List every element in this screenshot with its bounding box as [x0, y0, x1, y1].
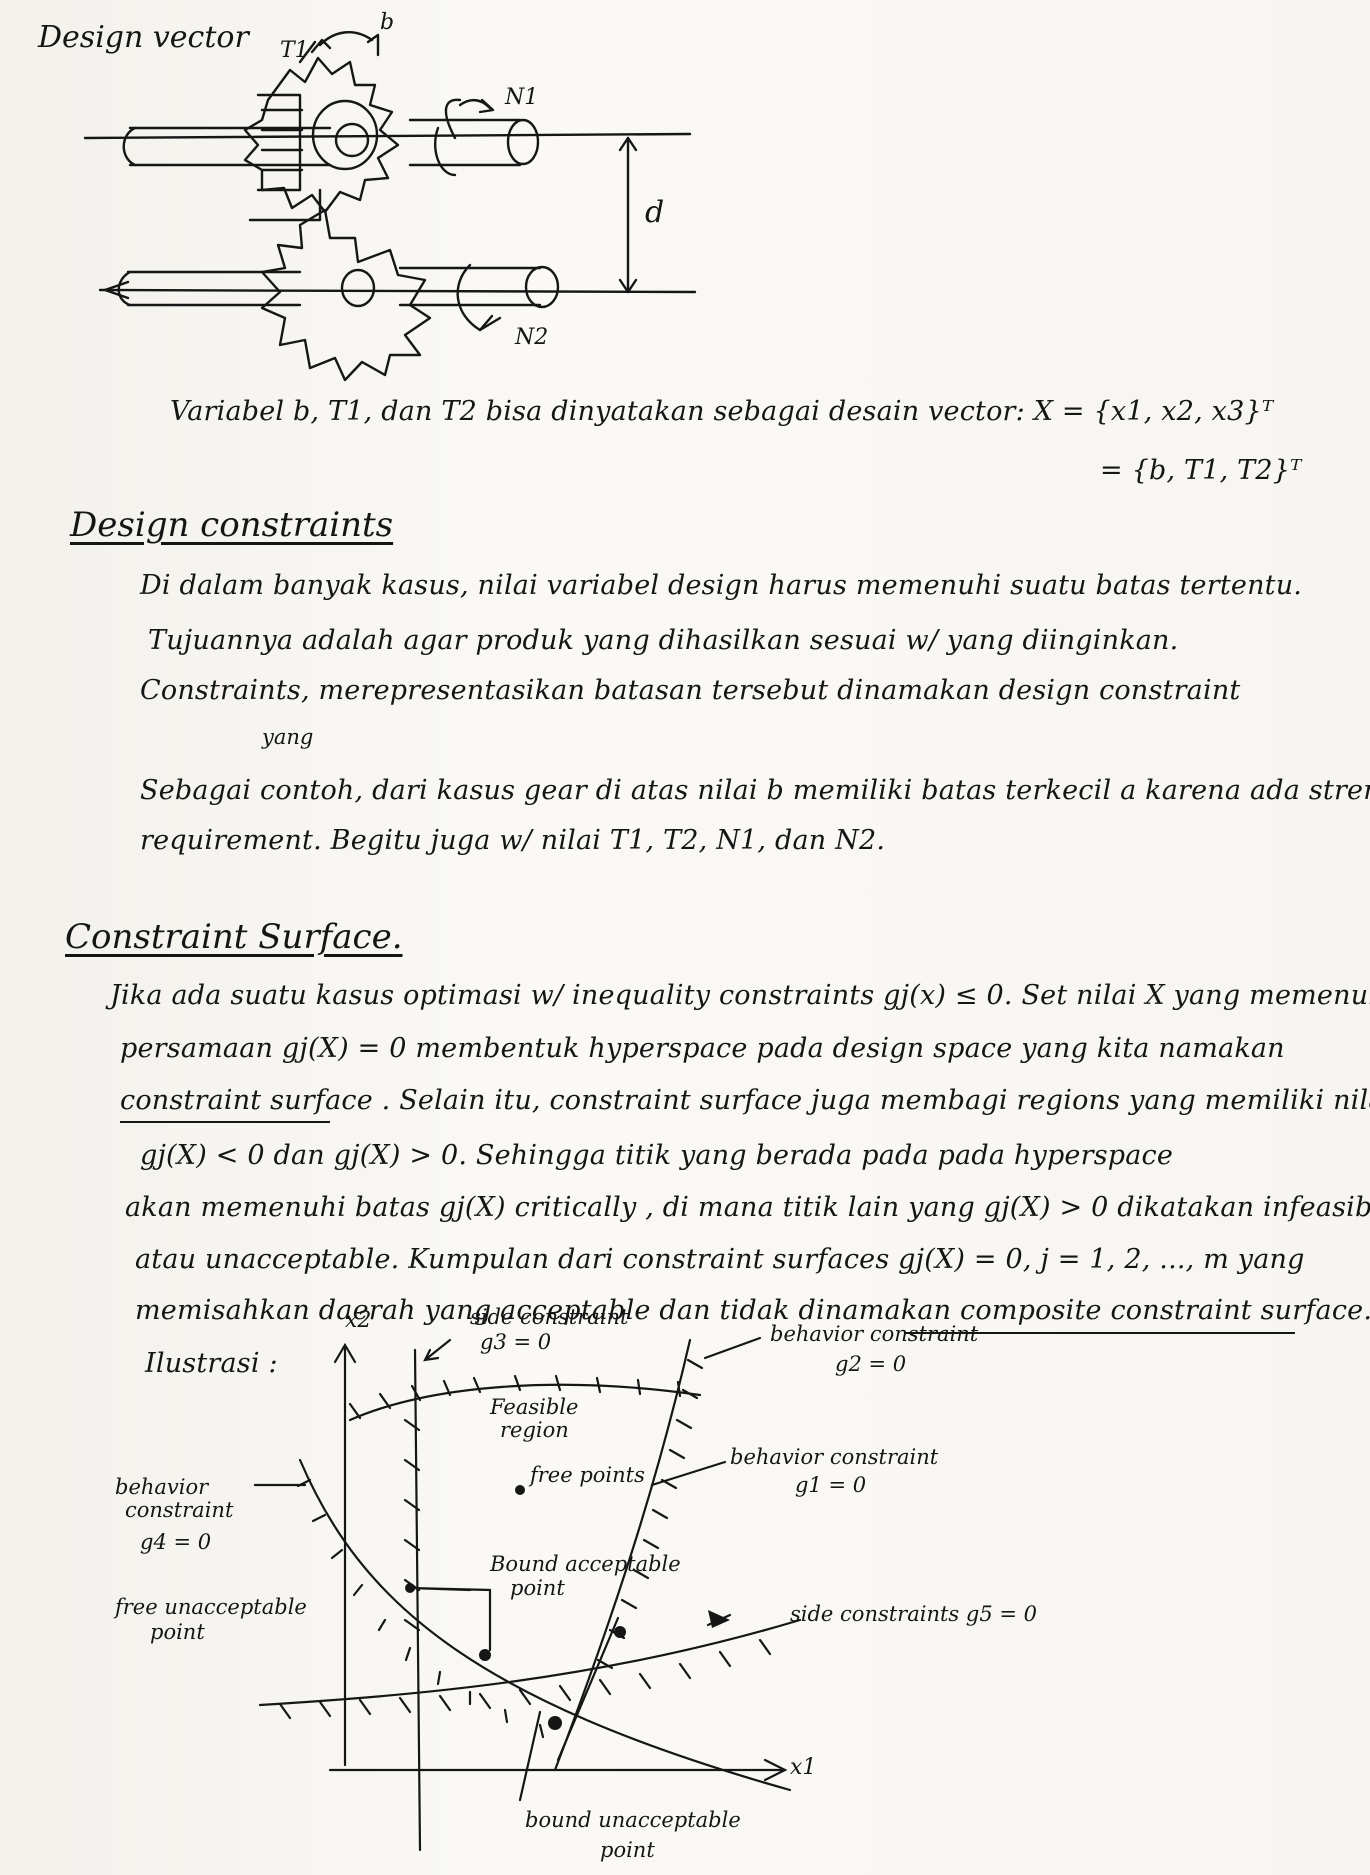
design-constraints-heading: Design constraints [70, 505, 394, 545]
t1-label: T1 [280, 38, 309, 63]
behavior-constraint-g4-eq: g4 = 0 [140, 1530, 212, 1554]
x1-axis-label: x1 [790, 1755, 817, 1780]
constraint-surface-heading: Constraint Surface. [65, 917, 403, 957]
surface-line-1: Jika ada suatu kasus optimasi w/ inequal… [110, 980, 1370, 1011]
surface-line-7: memisahkan daerah yang acceptable dan ti… [135, 1295, 1370, 1326]
free-unacceptable-label-2: point [150, 1620, 205, 1644]
constraints-line-6: requirement. Begitu juga w/ nilai T1, T2… [140, 825, 886, 856]
behavior-constraint-g1-eq: g1 = 0 [795, 1473, 867, 1497]
b-label: b [380, 10, 395, 35]
surface-line-2: persamaan gj(X) = 0 membentuk hyperspace… [120, 1033, 1285, 1064]
surface-line-3: constraint surface . Selain itu, constra… [120, 1085, 1370, 1116]
constraints-insert-yang: yang [262, 725, 314, 749]
free-unacceptable-label: free unacceptable [115, 1595, 307, 1619]
behavior-constraint-g2-eq: g2 = 0 [835, 1352, 907, 1376]
behavior-constraint-g2-label: behavior constraint [770, 1322, 979, 1346]
behavior-constraint-g4-label: behavior [115, 1475, 209, 1499]
surface-line-4: gj(X) < 0 dan gj(X) > 0. Sehingga titik … [140, 1140, 1174, 1171]
behavior-constraint-g1-label: behavior constraint [730, 1445, 939, 1469]
n1-label: N1 [505, 85, 539, 110]
bound-acceptable-label: Bound acceptable [490, 1552, 681, 1576]
feasible-region-label: Feasible [490, 1395, 579, 1419]
vector-line-2: = {b, T1, T2}ᵀ [1100, 455, 1302, 486]
constraints-line-2: Tujuannya adalah agar produk yang dihasi… [148, 625, 1179, 656]
bound-unacceptable-label: bound unacceptable [525, 1808, 741, 1832]
d-label: d [645, 195, 665, 230]
feasible-region-label-2: region [500, 1418, 569, 1442]
behavior-constraint-g4-label-2: constraint [125, 1498, 234, 1522]
variables-line: Variabel b, T1, dan T2 bisa dinyatakan s… [170, 396, 1274, 427]
surface-line-6: atau unacceptable. Kumpulan dari constra… [135, 1244, 1305, 1275]
bound-acceptable-label-2: point [510, 1576, 565, 1600]
gear-diagram [83, 31, 697, 382]
side-constraint-g5-label: side constraints g5 = 0 [790, 1602, 1037, 1626]
bound-unacceptable-label-2: point [600, 1838, 655, 1862]
constraints-line-3: Constraints, merepresentasikan batasan t… [140, 675, 1241, 706]
n2-label: N2 [515, 325, 549, 350]
side-constraint-g3-label: side constraint [470, 1305, 629, 1329]
surface-line-5: akan memenuhi batas gj(X) critically , d… [125, 1192, 1370, 1223]
design-vector-title: Design vector [38, 20, 249, 55]
side-constraint-g3-eq: g3 = 0 [480, 1330, 552, 1354]
x2-axis-label: x2 [345, 1308, 372, 1333]
illustration-label: Ilustrasi : [145, 1348, 278, 1379]
constraints-line-5: Sebagai contoh, dari kasus gear di atas … [140, 775, 1370, 806]
free-points-label: free points [530, 1463, 645, 1487]
constraints-line-1: Di dalam banyak kasus, nilai variabel de… [140, 570, 1303, 601]
